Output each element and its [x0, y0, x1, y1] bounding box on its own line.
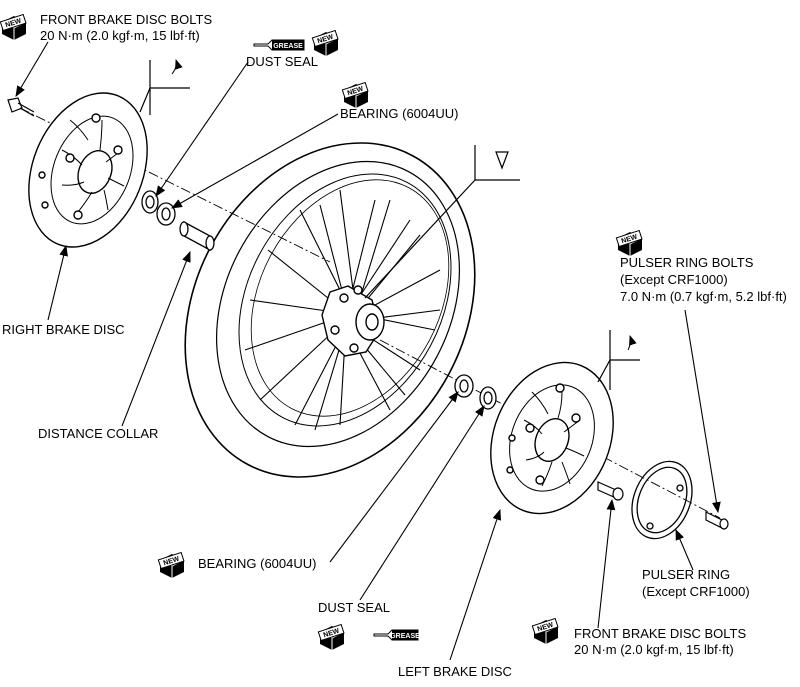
- new-badge-icon: NEW: [341, 81, 369, 108]
- rotation-direction-mark: [364, 145, 520, 299]
- new-badge-icon: NEW: [311, 29, 339, 56]
- bearing-top: [156, 202, 176, 226]
- distance-collar-label: DISTANCE COLLAR: [38, 426, 159, 441]
- rim: [238, 173, 452, 427]
- left-brake-disc: [490, 361, 614, 515]
- new-badge-text: NEW: [323, 627, 341, 639]
- bearing-bottom-label: BEARING (6004UU): [198, 556, 317, 571]
- dust-seal-top: [141, 190, 159, 214]
- new-badge-text: NEW: [347, 85, 365, 97]
- new-badge-text: NEW: [317, 33, 335, 45]
- pulser-ring-label: PULSER RING (Except CRF1000): [642, 567, 750, 599]
- front-wheel: [184, 142, 476, 478]
- left-brake-disc-label: LEFT BRAKE DISC: [398, 664, 512, 679]
- new-badge-text: NEW: [163, 555, 181, 567]
- new-badge-icon: NEW: [531, 617, 559, 644]
- new-badge-icon: NEW: [615, 229, 643, 256]
- dust-seal-bottom: [479, 386, 497, 410]
- new-badge-text: NEW: [5, 17, 23, 29]
- pulser-ring-bolt: [705, 511, 729, 530]
- pulser-ring-bolts-label: PULSER RING BOLTS (Except CRF1000) 7.0 N…: [620, 255, 787, 304]
- new-badge-icon: NEW: [157, 551, 185, 578]
- hub: [321, 285, 385, 357]
- dust-seal-top-label: DUST SEAL: [246, 54, 319, 69]
- right-brake-disc-label: RIGHT BRAKE DISC: [2, 322, 125, 337]
- leader-lines: [15, 41, 721, 661]
- pulser-ring-part: [631, 460, 693, 540]
- front-brake-disc-bolts-top-label: FRONT BRAKE DISC BOLTS 20 N·m (2.0 kgf·m…: [40, 12, 213, 43]
- new-badges: NEW NEW NEW NEW NEW NEW NEW: [0, 13, 643, 650]
- svg-text:GREASE: GREASE: [273, 43, 303, 50]
- grease-tag-top: GREASE: [253, 39, 305, 51]
- new-badge-icon: NEW: [317, 623, 345, 650]
- distance-collar-part: [179, 220, 215, 252]
- bearing-bottom: [454, 374, 474, 398]
- right-brake-disc: [28, 92, 148, 248]
- disc-bolt-bottom: [597, 481, 624, 501]
- bearing-top-label: BEARING (6004UU): [340, 106, 459, 121]
- new-badge-icon: NEW: [0, 13, 27, 40]
- front-brake-disc-bolts-bottom-label: FRONT BRAKE DISC BOLTS 20 N·m (2.0 kgf·m…: [574, 626, 747, 657]
- tire-inner: [215, 160, 461, 448]
- new-badge-text: NEW: [537, 621, 555, 633]
- grease-tag-bottom: GREASE: [373, 629, 420, 641]
- dust-seal-bottom-label: DUST SEAL: [318, 600, 391, 615]
- disc-bolt-top: [7, 97, 35, 117]
- new-badge-text: NEW: [621, 233, 639, 245]
- svg-text:GREASE: GREASE: [390, 633, 420, 640]
